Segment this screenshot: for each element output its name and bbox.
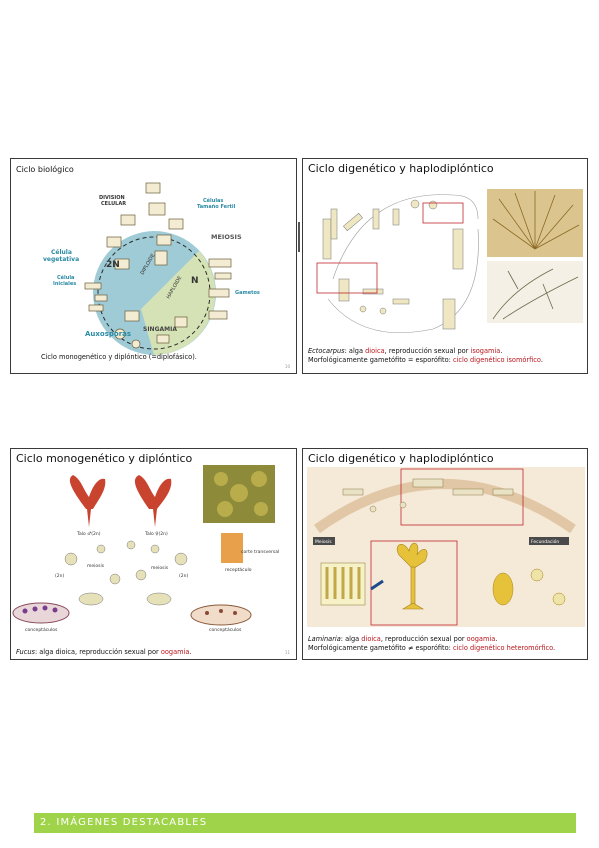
section-header-bar: 2. IMÁGENES DESTACABLES xyxy=(34,813,576,833)
svg-text:vegetativa: vegetativa xyxy=(43,256,79,263)
label-2n: 2N xyxy=(106,260,120,270)
diatom-life-cycle-diagram: DIVISION CELULAR Células Tamaño Fertil M… xyxy=(43,182,260,355)
slide-caption-line-1: Ectocarpus: alga dioica, reproducción se… xyxy=(308,347,503,355)
label-conceptaculos-left: conceptáculos xyxy=(25,626,58,633)
label-meiosis: MEIOSIS xyxy=(211,233,242,241)
slide-ectocarpus: Ciclo digenético y haplodiplóntico xyxy=(302,158,588,374)
highlight-box xyxy=(422,202,464,224)
svg-text:Tamaño Fertil: Tamaño Fertil xyxy=(197,204,236,210)
scroll-divider xyxy=(298,222,300,252)
highlight-box xyxy=(370,540,458,626)
laminaria-cycle-diagram: Meiosis Fecundación xyxy=(307,467,585,627)
label-celula-iniciales: Célula xyxy=(57,274,74,281)
slide-laminaria: Ciclo digenético y haplodiplóntico Meios… xyxy=(302,448,588,660)
label-celula-vegetativa: Célula xyxy=(51,249,72,256)
ectocarpus-photo-2 xyxy=(487,261,583,323)
label-singamia: SINGAMIA xyxy=(143,326,177,333)
label-2n-left: (2n) xyxy=(55,573,64,579)
page-number: 10 xyxy=(284,364,290,369)
slide-caption: Ciclo monogenético y diplóntico (=diplof… xyxy=(41,353,197,361)
highlight-box xyxy=(316,262,378,294)
ectocarpus-cycle-diagram xyxy=(316,189,583,334)
section-header-label: 2. IMÁGENES DESTACABLES xyxy=(40,817,208,828)
slide-title: Ciclo monogenético y diplóntico xyxy=(16,452,193,465)
slide-ciclo-biologico: Ciclo biológico xyxy=(10,158,297,374)
label-2n-right: (2n) xyxy=(179,573,188,579)
slide-title: Ciclo biológico xyxy=(16,165,74,174)
label-n: N xyxy=(191,276,199,286)
haploid-region xyxy=(141,251,216,355)
label-meiosis: Meiosis xyxy=(315,539,332,545)
label-corte-transversal: corte transversal xyxy=(241,549,279,555)
label-talo-right: Talo ♀(2n) xyxy=(144,531,168,537)
page-number: 11 xyxy=(284,650,290,655)
slide-title: Ciclo digenético y haplodiplóntico xyxy=(308,162,494,175)
label-celulas-tamano: Células xyxy=(203,197,223,204)
svg-text:CELULAR: CELULAR xyxy=(101,201,126,207)
label-auxosporas: Auxosporas xyxy=(85,330,131,338)
slide-caption-line-2: Morfológicamente gametófito = esporófito… xyxy=(308,356,543,364)
label-talo-left: Talo ♂(2n) xyxy=(76,531,101,537)
label-division: DIVISION xyxy=(99,195,125,201)
slide-title: Ciclo digenético y haplodiplóntico xyxy=(308,452,494,465)
receptaculo-image xyxy=(221,533,243,563)
label-conceptaculos-right: conceptáculos xyxy=(209,626,242,633)
label-meiosis-2: meiosis xyxy=(151,565,169,571)
fucus-cycle-diagram: Talo ♂(2n) Talo ♀(2n) corte transversal … xyxy=(12,465,279,633)
slide-fucus: Ciclo monogenético y diplóntico Talo ♂(2… xyxy=(10,448,297,660)
svg-text:Iniciales: Iniciales xyxy=(53,281,76,287)
label-gametos: Gametos xyxy=(235,290,260,296)
highlight-box xyxy=(400,468,524,526)
label-meiosis: meiosis xyxy=(87,563,105,569)
slide-caption-line-2: Morfológicamente gametófito ≠ esporófito… xyxy=(308,644,556,652)
slide-caption: Fucus: alga dioica, reproducción sexual … xyxy=(16,648,192,656)
label-receptaculo: receptáculo xyxy=(225,566,252,573)
slide-caption-line-1: Laminaria: alga dioica, reproducción sex… xyxy=(308,635,498,643)
label-fecundacion: Fecundación xyxy=(531,538,559,545)
